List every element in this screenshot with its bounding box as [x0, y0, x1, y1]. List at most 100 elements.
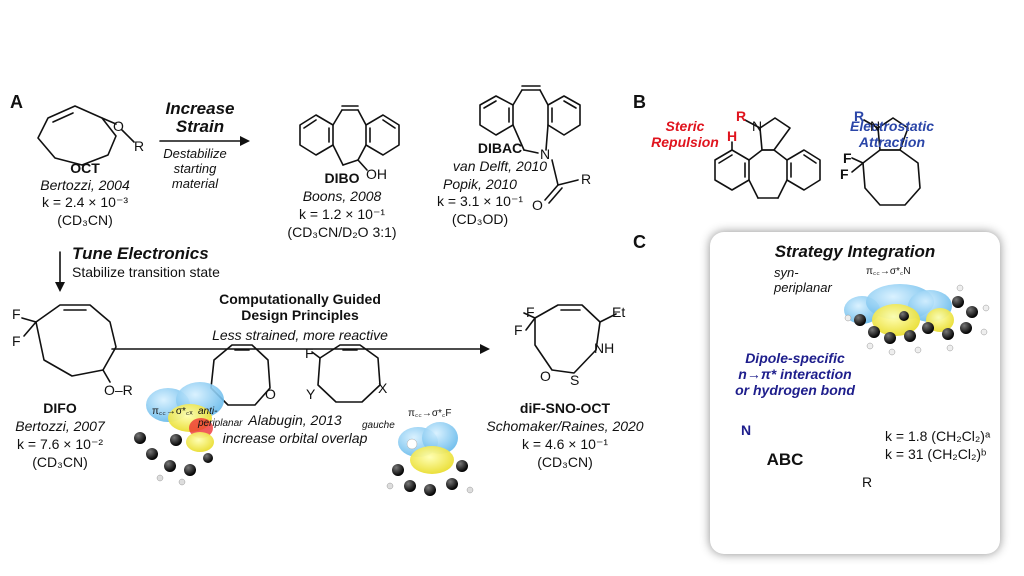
guided-title-line2: Design Principles	[241, 307, 359, 324]
dibac-o-atom: O	[532, 197, 543, 213]
dibo-label: DIBO	[324, 170, 360, 186]
oct-author: Bertozzi, 2004	[40, 177, 130, 193]
fy-f-atom: F	[305, 345, 314, 361]
electro-f-atom-2: F	[840, 166, 849, 182]
orbital-render-1	[134, 382, 224, 486]
difsno-nh: NH	[594, 340, 615, 356]
electro-line2: Attraction	[858, 134, 926, 151]
increase-strain-line1: Increase	[165, 99, 235, 118]
dibo-oh: OH	[366, 166, 387, 182]
electro-n-atom: N	[870, 118, 881, 134]
abc-rate-1: k = 1.8 (CH₂Cl₂)ᵃ	[885, 428, 991, 444]
orbital1-conformation: anti- periplanar	[198, 406, 242, 429]
difsno-f-atom-2: F	[514, 322, 523, 338]
fy-x-atom: X	[378, 380, 388, 396]
oct-label: OCT	[70, 160, 100, 176]
electrostatic-attraction-label: Electrostatic Attraction	[850, 118, 934, 150]
difo-structure	[21, 304, 117, 383]
strategy-integration-title: Strategy Integration	[774, 242, 936, 261]
orbital2-conformation: gauche	[362, 420, 395, 431]
difo-author: Bertozzi, 2007	[15, 418, 105, 434]
difo-f-atom-1: F	[12, 306, 21, 322]
steric-line1: Steric	[665, 118, 705, 134]
strategy-integration-box	[710, 232, 1000, 554]
difsno-et: Et	[612, 304, 626, 320]
steric-h-atom: H	[727, 128, 738, 144]
difsno-f-atom-1: F	[526, 304, 535, 320]
dipole-line3: or hydrogen bond	[735, 382, 855, 399]
orbital1-conf-line2: periplanar	[198, 417, 243, 429]
orbital-render-2	[386, 422, 474, 496]
oct-r-group: R	[134, 138, 145, 154]
orbital1-label: π꜀꜀→σ*꜀ₓ	[152, 406, 193, 417]
difo-label: DIFO	[43, 400, 77, 416]
guided-title: Computationally Guided Design Principles	[219, 291, 381, 323]
syn-periplanar-label: syn- periplanar	[774, 265, 832, 296]
panel-c-label: C	[633, 232, 646, 252]
destabilize-line2: starting	[173, 160, 217, 176]
steric-n-atom: N	[752, 118, 763, 134]
syn-line2: periplanar	[774, 279, 832, 295]
alabugin-desc: increase orbital overlap	[222, 430, 368, 446]
dibo-structure	[299, 105, 400, 171]
difo-or-group: O–R	[104, 382, 133, 398]
c-orbital-label: π꜀꜀→σ*꜀N	[866, 266, 911, 277]
dibo-rate: k = 1.2 × 10⁻¹	[299, 206, 385, 222]
syn-line1: syn-	[774, 265, 799, 280]
dipole-line1: Dipole-specific	[745, 350, 845, 366]
steric-line2: Repulsion	[651, 134, 719, 151]
difsno-rate: k = 4.6 × 10⁻¹	[522, 436, 608, 452]
difsno-s-atom: S	[570, 372, 580, 388]
guided-title-line1: Computationally Guided	[219, 291, 381, 307]
dibo-solvent: (CD₃CN/D₂O 3:1)	[287, 224, 397, 240]
dipole-line2: n→π* interaction	[738, 366, 852, 383]
abc-rate-2: k = 31 (CH₂Cl₂)ᵇ	[885, 446, 987, 462]
increase-strain-title: Increase Strain	[166, 100, 235, 136]
abc-n-atom: N	[741, 422, 752, 438]
difsno-author: Schomaker/Raines, 2020	[486, 418, 644, 434]
dibac-n-atom: N	[540, 146, 551, 162]
dibac-solvent: (CD₃OD)	[451, 211, 509, 227]
difsno-solvent: (CD₃CN)	[537, 454, 593, 470]
orbital2-label: π꜀꜀→σ*꜀F	[408, 408, 452, 419]
dipole-specific-label: Dipole-specific n→π* interaction or hydr…	[735, 350, 855, 398]
fy-y-atom: Y	[306, 386, 316, 402]
destabilize-line1: Destabilize	[163, 146, 227, 161]
dibo-author: Boons, 2008	[302, 188, 382, 204]
difsno-o-atom: O	[540, 368, 551, 384]
electro-f-atom-1: F	[843, 150, 852, 166]
dibac-author-1: van Delft, 2010	[452, 158, 548, 174]
dibac-r-group: R	[581, 171, 592, 187]
difsno-label: diF-SNO-OCT	[519, 400, 611, 416]
electro-line1: Electrostatic	[849, 118, 935, 134]
oct-rate: k = 2.4 × 10⁻³	[42, 194, 128, 210]
steric-repulsion-label: Steric Repulsion	[651, 118, 719, 150]
destabilize-text: Destabilize starting material	[163, 146, 227, 192]
steric-r-atom: R	[736, 108, 747, 124]
panel-b-label: B	[633, 92, 646, 112]
dif-sno-oct-structure	[523, 304, 617, 374]
increase-strain-line2: Strain	[175, 116, 225, 136]
alabugin-author: Alabugin, 2013	[248, 412, 342, 428]
difo-rate: k = 7.6 × 10⁻²	[17, 436, 103, 452]
ether-o-atom: O	[265, 386, 276, 402]
dibac-structure	[479, 85, 581, 204]
dibac-author-2: Popik, 2010	[443, 176, 517, 192]
c-orbital-render	[844, 284, 990, 356]
tune-electronics-desc: Stabilize transition state	[72, 264, 220, 280]
abc-label: ABC	[766, 450, 804, 469]
dibac-label: DIBAC	[477, 140, 523, 156]
panel-a-label: A	[10, 92, 23, 112]
cyclooctyne-fy-structure	[311, 344, 381, 403]
triazole-electrostatic-structure	[851, 117, 921, 206]
difo-f-atom-2: F	[12, 333, 21, 349]
orbital1-conf-line1: anti-	[198, 406, 218, 417]
oct-o-atom: O	[113, 118, 124, 134]
tune-electronics-title: Tune Electronics	[72, 244, 209, 263]
oct-structure	[37, 105, 135, 166]
difo-solvent: (CD₃CN)	[32, 454, 88, 470]
guided-desc: Less strained, more reactive	[212, 327, 388, 343]
abc-r-group: R	[862, 474, 873, 490]
oct-solvent: (CD₃CN)	[57, 212, 113, 228]
